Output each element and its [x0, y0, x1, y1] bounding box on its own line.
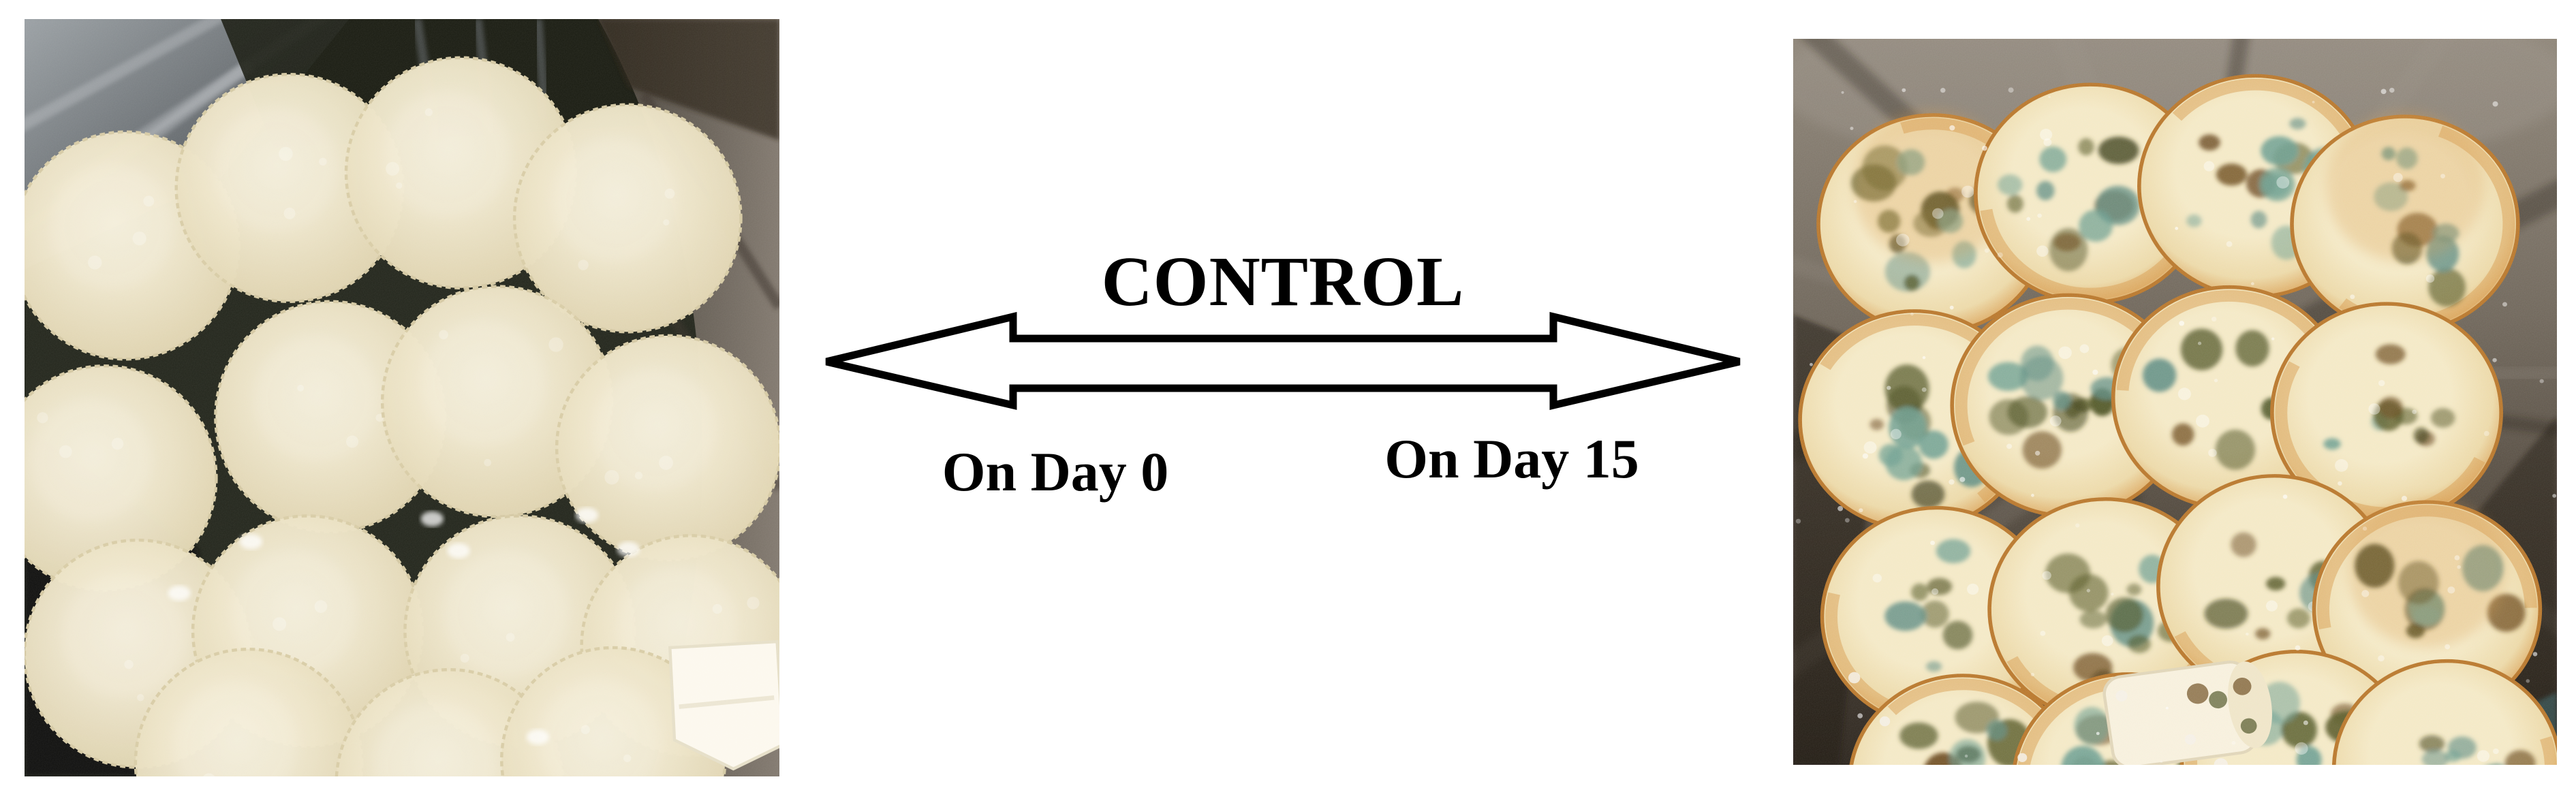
- double-arrow-icon: [825, 312, 1741, 410]
- control-title: CONTROL: [1101, 242, 1465, 321]
- day0-label: On Day 0: [942, 441, 1169, 503]
- day15-photo: [1793, 39, 2557, 765]
- day15-label: On Day 15: [1384, 428, 1639, 490]
- day0-photo: [25, 19, 779, 776]
- double-arrow-shape: [825, 312, 1741, 410]
